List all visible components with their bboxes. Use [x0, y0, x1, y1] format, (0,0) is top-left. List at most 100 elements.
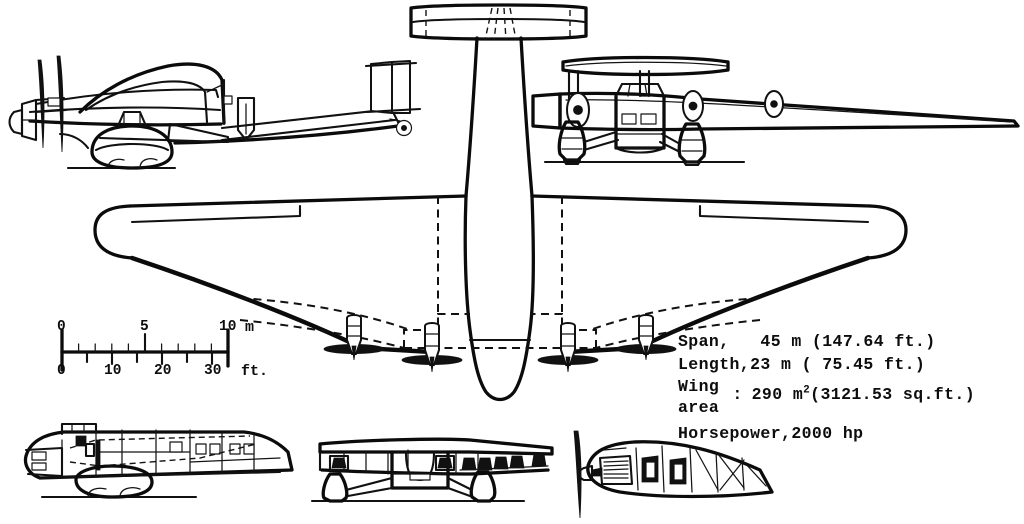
plan-spinner-inner-left [429, 356, 435, 373]
rear-fuselage-spine [220, 107, 394, 130]
nacelle-spinner-cap [578, 464, 594, 482]
gear-strut-right-lower [658, 140, 682, 154]
scale-ft-label-20: 20 [154, 363, 172, 379]
wheel-left-outline [107, 158, 125, 169]
plan-spinner-inner-right [565, 356, 571, 373]
front-cutaway-strut-left [344, 476, 394, 492]
tail-wheel-hub [400, 125, 407, 132]
tail-fin-left [370, 61, 393, 114]
wing-front-spar-line [565, 99, 1011, 123]
cutaway-hull-outline [23, 430, 294, 480]
seat-4 [509, 455, 525, 469]
cabin-window-1 [195, 443, 207, 455]
view-nacelle-cutaway [573, 430, 774, 519]
plan-tailplane-hinge [411, 17, 586, 24]
front-cutaway-gear-left [321, 472, 349, 503]
front-cutaway-wing-upper [318, 437, 554, 456]
prop-hub-left-outer [573, 105, 583, 115]
propeller-disc-front [37, 59, 45, 149]
view-side-elevation [8, 55, 422, 170]
scale-metric-unit: m [245, 319, 255, 336]
nacelle-tank-1-inner [645, 461, 656, 479]
scale-ft-label-0: 0 [57, 363, 66, 379]
nacelle-frame-1 [635, 447, 639, 491]
plan-fuselage-left-edge-rear [464, 36, 479, 198]
specification-block: Span, 45 m (147.64 ft.) Length,23 m ( 75… [678, 330, 1022, 445]
tail-wheel-strut [392, 112, 401, 126]
tailplane-edge [365, 107, 422, 114]
prop-hub-right-outer [770, 100, 778, 108]
spec-wing-area-spacer [783, 385, 793, 404]
nacelle-outline [586, 440, 774, 499]
canopy-frame-b [644, 83, 648, 97]
engine-top-cowl [603, 447, 627, 451]
nacelle-truss-4 [695, 449, 719, 491]
cabin-window-2 [209, 443, 221, 455]
fuselage-front-keel [614, 146, 666, 154]
plan-fin-fillet-d [509, 7, 517, 41]
prop-hub-right-inner [688, 101, 698, 111]
spec-wing-area-imperial: (3121.53 sq.ft.) [810, 385, 975, 404]
plan-center-hull [463, 194, 535, 402]
wheel-right-outline [139, 158, 158, 169]
front-cutaway-engine-bay-right [434, 454, 456, 472]
plan-aileron-notch-right [698, 204, 870, 224]
plan-fin-fillet-a [484, 7, 493, 41]
engine-cyl-line-3 [603, 468, 629, 471]
plan-nacelle-inner-right [537, 322, 599, 373]
cabin-window-5 [169, 441, 183, 453]
cockpit-roof-join [206, 83, 225, 93]
plan-spar-dashed-right-outer [589, 297, 761, 331]
nacelle-truss-2 [719, 459, 745, 491]
lower-nose-fairing [58, 132, 90, 150]
spec-wing-area-exponent: 2 [803, 384, 811, 397]
nacelle-truss-1 [717, 453, 745, 489]
nose-cap [8, 108, 24, 136]
plan-nacelle-inner-left [401, 322, 463, 373]
plan-wing-le-left [128, 194, 468, 208]
tailplane-front-crease [565, 61, 727, 67]
front-cutaway-hold [409, 473, 431, 481]
spec-wing-area-colon: : [732, 385, 743, 404]
plan-aileron-notch-left [130, 204, 302, 224]
seat-2 [477, 457, 493, 471]
nacelle-frame-2 [661, 445, 665, 493]
front-cutaway-strut-left-low [346, 486, 394, 498]
ventral-fin-fairing [236, 96, 256, 142]
wing-root-fairing-lower [98, 136, 228, 144]
view-front-elevation [531, 55, 1020, 167]
wing-lower-surface-side [28, 119, 223, 127]
engine-shaft-lower [34, 108, 68, 114]
plan-spinner-outer-left [351, 345, 357, 361]
cockpit-window-a [31, 451, 47, 461]
seat-1 [461, 457, 477, 471]
nacelle-tank-2-inner [673, 463, 684, 481]
seat-3 [493, 456, 509, 470]
sightline-lower [69, 443, 257, 467]
plan-nacelle-outer-left [323, 314, 385, 361]
front-cutaway-strut-right-low [446, 486, 472, 498]
front-cutaway-cabin-floor-right [459, 465, 549, 471]
cutaway-rear-deck-line [189, 457, 281, 463]
gear-strut-right-upper [660, 132, 682, 146]
front-cutaway-engine-right [437, 457, 453, 469]
plan-wing-le-right [530, 194, 872, 208]
nacelle-truss-3 [743, 461, 767, 487]
rear-fuselage-upper [220, 118, 397, 142]
prop-hub-fairing [47, 97, 61, 107]
cockpit-window-b [31, 462, 47, 471]
front-cutaway-engine-left [331, 457, 347, 469]
spec-wing-area-label-line2: area [678, 398, 720, 417]
tailplane-top-edge [364, 61, 418, 68]
plan-fuselage-right-edge-rear [519, 36, 534, 198]
windshield-pane-left [621, 113, 637, 125]
view-plan [93, 3, 908, 402]
tail-wheel-brace [389, 118, 401, 122]
scale-metric-label-10: 10 [219, 319, 237, 335]
plan-fin-fillet-b [493, 7, 499, 41]
engine-shaft-block [591, 467, 603, 477]
gear-strut-left-upper [582, 130, 618, 144]
plan-wing-te-right [635, 255, 871, 351]
tail-fin-right [391, 60, 411, 114]
